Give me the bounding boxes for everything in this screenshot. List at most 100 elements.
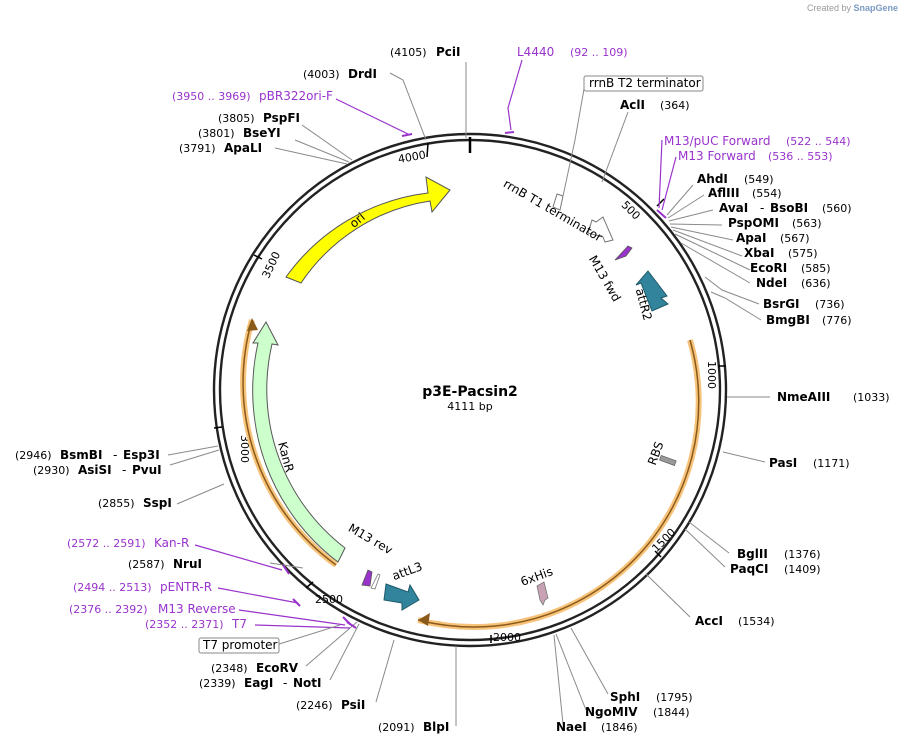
enzyme-name[interactable]: ApaLI	[224, 141, 262, 155]
enzyme-pos: (364)	[660, 99, 690, 112]
rrnb-t1-label: rrnB T1 terminator	[501, 176, 605, 244]
enzyme-pos: (575)	[788, 247, 818, 260]
primer-lines	[194, 59, 677, 629]
enzyme-pos: (636)	[801, 277, 831, 290]
enzyme-pos: (2246)	[296, 699, 333, 712]
enzyme-pos: (2339)	[199, 677, 236, 690]
enzyme-name[interactable]: PspFI	[263, 111, 300, 125]
enzyme-name[interactable]: NgoMIV	[585, 705, 638, 719]
enzyme-pos: (1033)	[853, 391, 890, 404]
backbone	[212, 132, 728, 648]
enzyme-pos: (1409)	[784, 563, 821, 576]
enzyme-pos: (3805)	[218, 112, 255, 125]
his-label: 6xHis	[519, 564, 555, 589]
tick-label-3500: 3500	[260, 250, 284, 281]
enzyme-name[interactable]: AvaI	[719, 201, 748, 215]
tick-label-1000: 1000	[705, 361, 718, 389]
m13-fwd-feature[interactable]: M13 fwd	[586, 245, 633, 304]
enzyme-pos: (585)	[801, 262, 831, 275]
enzyme-separator: -	[122, 463, 126, 477]
enzyme-name[interactable]: NdeI	[756, 276, 787, 290]
enzyme-separator: -	[113, 448, 117, 462]
enzyme-pos: (2348)	[211, 662, 248, 675]
tick-label-2000: 2000	[493, 631, 521, 644]
m13-rev-feature[interactable]: M13 rev	[346, 521, 395, 590]
enzyme-name[interactable]: NaeI	[556, 720, 587, 734]
primer-range: (3950 .. 3969)	[172, 90, 251, 103]
t7-promoter-box	[198, 637, 280, 654]
enzyme-name[interactable]: PspOMI	[728, 216, 779, 230]
enzyme-pos: (1534)	[738, 615, 775, 628]
leader-lines	[167, 62, 770, 726]
primer-name[interactable]: M13 Forward	[678, 149, 756, 163]
enzyme-name[interactable]: BsoBI	[770, 201, 808, 215]
enzyme-name[interactable]: PvuI	[132, 463, 162, 477]
enzyme-name[interactable]: AsiSI	[78, 463, 112, 477]
enzyme-name[interactable]: NotI	[293, 676, 322, 690]
enzyme-name[interactable]: ApaI	[736, 231, 766, 245]
primer-name[interactable]: pBR322ori-F	[259, 89, 333, 103]
enzyme-name[interactable]: BglII	[737, 547, 768, 561]
enzyme-name[interactable]: XbaI	[744, 246, 774, 260]
enzyme-separator: -	[760, 201, 764, 215]
rbs-feature[interactable]: RBS	[645, 440, 677, 467]
enzyme-pos: (3801)	[198, 127, 235, 140]
enzyme-name[interactable]: BseYI	[243, 126, 281, 140]
primer-name[interactable]: T7	[231, 617, 247, 631]
enzyme-name[interactable]: BlpI	[423, 720, 449, 734]
enzyme-labels: (4105) PciI (4003) DrdI (3805) PspFI (38…	[15, 45, 890, 734]
enzyme-pos: (560)	[822, 202, 852, 215]
enzyme-name[interactable]: AflIII	[708, 186, 740, 200]
enzyme-pos: (1171)	[813, 457, 850, 470]
enzyme-name[interactable]: SspI	[143, 496, 172, 510]
kanr-feature[interactable]: KanR	[252, 320, 346, 563]
his-feature[interactable]: 6xHis	[519, 564, 555, 606]
enzyme-pos: (736)	[815, 298, 845, 311]
attl3-label: attL3	[390, 559, 424, 583]
enzyme-name[interactable]: NmeAIII	[777, 390, 830, 404]
attl3-feature[interactable]: attL3	[383, 559, 424, 611]
attr2-feature[interactable]: attR2	[633, 270, 669, 322]
enzyme-name[interactable]: DrdI	[348, 67, 377, 81]
ori-feature[interactable]: ori	[285, 176, 451, 284]
enzyme-name[interactable]: AccI	[695, 614, 723, 628]
enzyme-pos: (776)	[822, 314, 852, 327]
enzyme-pos: (2587)	[128, 558, 165, 571]
enzyme-name[interactable]: BmgBI	[766, 313, 810, 327]
primer-name[interactable]: M13 Reverse	[158, 602, 236, 616]
rrnb-t1-feature[interactable]: rrnB T1 terminator	[501, 176, 614, 244]
m13-fwd-label: M13 fwd	[586, 253, 624, 304]
enzyme-name[interactable]: BsrGI	[763, 297, 800, 311]
credit-prefix: Created by	[806, 3, 851, 13]
enzyme-pos: (549)	[744, 173, 774, 186]
enzyme-name[interactable]: BsmBI	[60, 448, 102, 462]
enzyme-name[interactable]: EcoRI	[750, 261, 787, 275]
enzyme-name[interactable]: EcoRV	[256, 661, 299, 675]
plasmid-size: 4111 bp	[447, 400, 492, 413]
enzyme-name[interactable]: AclI	[620, 98, 645, 112]
rrnb-t2-box	[583, 75, 704, 92]
enzyme-name[interactable]: EagI	[244, 676, 273, 690]
enzyme-name[interactable]: SphI	[610, 690, 640, 704]
enzyme-name[interactable]: NruI	[173, 557, 202, 571]
snapgene-credit: Created by SnapGene	[807, 3, 898, 13]
enzyme-pos: (2946)	[15, 449, 52, 462]
m13-rev-label: M13 rev	[346, 521, 395, 557]
primer-name[interactable]: L4440	[517, 45, 554, 59]
enzyme-name[interactable]: Esp3I	[123, 448, 160, 462]
enzyme-name[interactable]: PaqCI	[730, 562, 768, 576]
primer-name[interactable]: pENTR-R	[160, 580, 212, 594]
enzyme-pos: (1844)	[653, 706, 690, 719]
enzyme-name[interactable]: PasI	[769, 456, 797, 470]
enzyme-name[interactable]: PciI	[436, 45, 461, 59]
enzyme-pos: (563)	[792, 217, 822, 230]
primer-range: (2352 .. 2371)	[145, 618, 224, 631]
enzyme-pos: (1795)	[656, 691, 693, 704]
enzyme-name[interactable]: AhdI	[697, 172, 728, 186]
primer-name[interactable]: Kan-R	[154, 536, 189, 550]
primer-name[interactable]: M13/pUC Forward	[664, 134, 771, 148]
snapgene-logo: SnapGene	[853, 3, 898, 13]
enzyme-name[interactable]: PsiI	[341, 698, 365, 712]
enzyme-pos: (2855)	[98, 497, 135, 510]
primer-range: (536 .. 553)	[768, 150, 833, 163]
